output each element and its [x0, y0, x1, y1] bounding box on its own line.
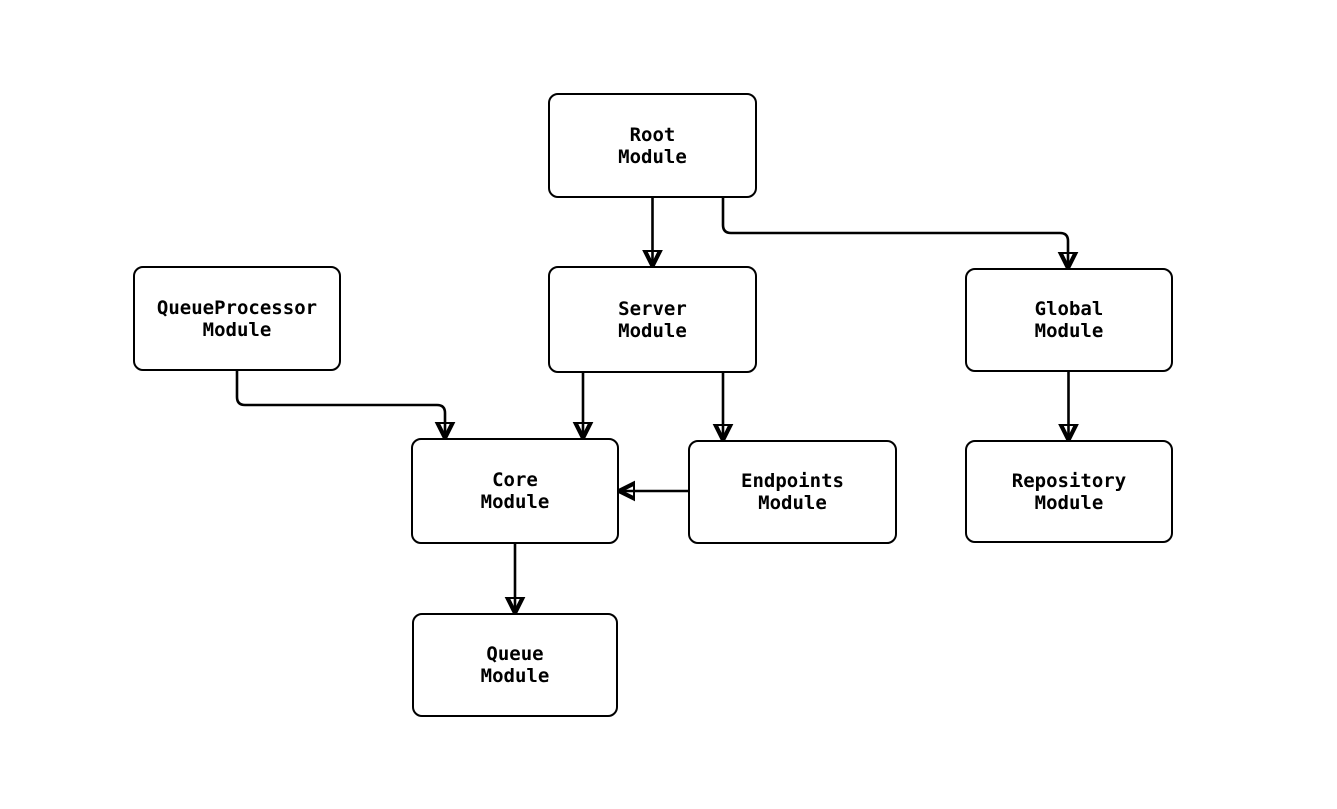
node-queue-module: Queue Module	[412, 613, 618, 717]
node-server-module: Server Module	[548, 266, 757, 373]
node-endpoints-module: Endpoints Module	[688, 440, 897, 544]
node-root-label-line1: Root	[629, 123, 676, 146]
node-repository-label-line1: Repository	[1011, 469, 1127, 492]
node-repository-module: Repository Module	[965, 440, 1173, 543]
node-queue-label-line2: Module	[480, 665, 550, 687]
node-core-label-line1: Core	[492, 469, 538, 491]
node-queueprocessor-label-line2: Module	[202, 318, 272, 341]
node-root-module: Root Module	[548, 93, 757, 198]
node-server-label-line2: Module	[618, 319, 687, 342]
node-queueprocessor-module: QueueProcessor Module	[133, 266, 341, 371]
node-queue-label-line1: Queue	[486, 643, 544, 665]
node-global-label-line1: Global	[1034, 298, 1104, 320]
node-global-label-line2: Module	[1034, 320, 1104, 342]
node-core-module: Core Module	[411, 438, 619, 544]
node-root-label-line2: Module	[618, 145, 687, 168]
node-repository-label-line2: Module	[1034, 491, 1104, 514]
node-server-label-line1: Server	[618, 297, 687, 320]
edge-queueprocessor-to-core-arrow	[235, 371, 445, 438]
node-global-module: Global Module	[965, 268, 1173, 372]
node-core-label-line2: Module	[480, 491, 550, 513]
node-endpoints-label-line2: Module	[758, 492, 827, 514]
edge-root-to-global-arrow	[721, 198, 1068, 268]
node-queueprocessor-label-line1: QueueProcessor	[156, 296, 318, 319]
node-endpoints-label-line1: Endpoints	[741, 470, 844, 492]
